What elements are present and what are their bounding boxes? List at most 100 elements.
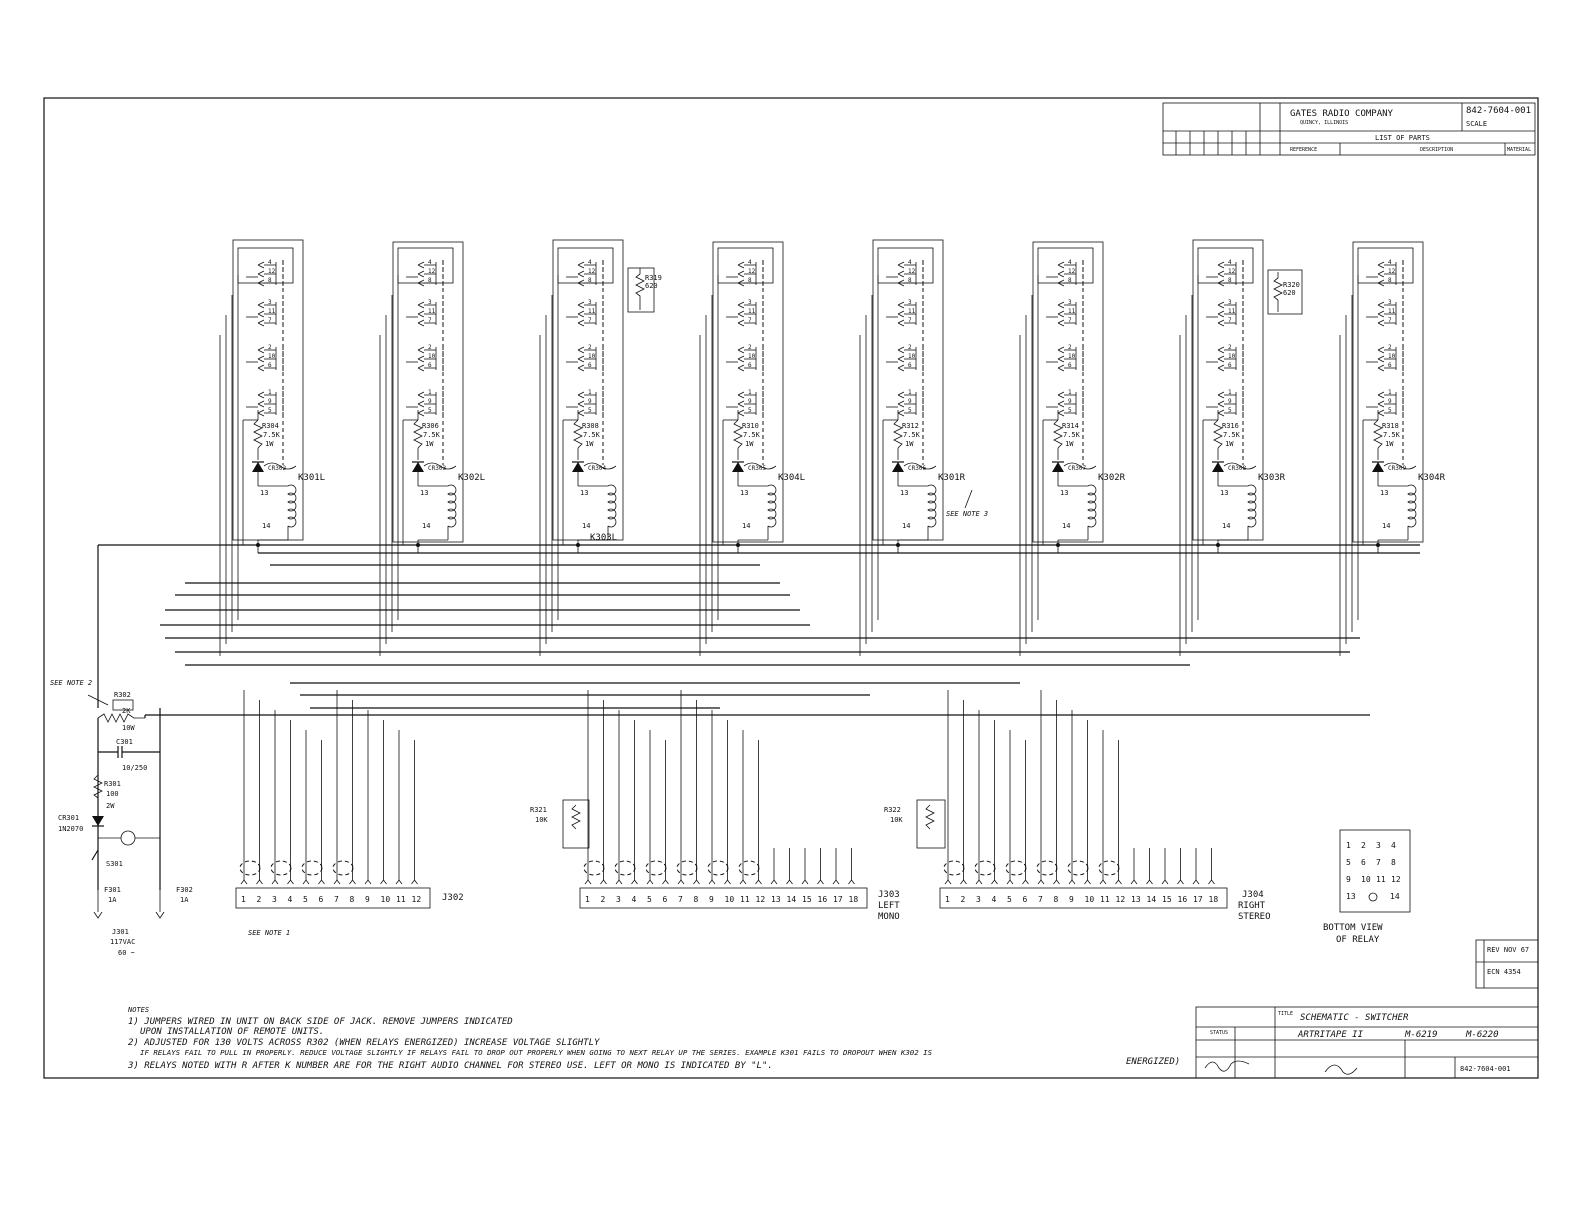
connector-pin-label: 2 — [601, 895, 606, 904]
svg-text:F301: F301 — [104, 886, 121, 894]
drawing-border — [43, 97, 1539, 1079]
contact-pin-label: 4 — [588, 259, 592, 266]
connector-pin-label: 8 — [694, 895, 699, 904]
bottom-view-pin: 13 — [1346, 892, 1356, 901]
contact-pin-label: 8 — [588, 277, 592, 284]
contact-pin-label: 9 — [428, 398, 432, 405]
svg-text:3) RELAYS NOTED WITH R AFTER K: 3) RELAYS NOTED WITH R AFTER K NUMBER AR… — [127, 1061, 773, 1071]
svg-text:NOTES: NOTES — [127, 1006, 149, 1014]
pin-13-label: 13 — [1380, 489, 1388, 497]
resistor-label: R308 — [582, 422, 599, 430]
connector-pin-label: 3 — [616, 895, 621, 904]
svg-text:1A: 1A — [108, 896, 117, 904]
svg-text:REV NOV 67: REV NOV 67 — [1487, 946, 1529, 954]
contact-pin-label: 11 — [1068, 308, 1076, 315]
contact-pin-label: 1 — [748, 389, 752, 396]
contact-pin-label: 12 — [1228, 268, 1236, 275]
resistor-watt: 1W — [905, 440, 914, 448]
connector-pin-label: 13 — [771, 895, 781, 904]
contact-pin-label: 7 — [1228, 317, 1232, 324]
bottom-view-pin: 5 — [1346, 858, 1351, 867]
contact-pin-label: 1 — [908, 389, 912, 396]
contact-pin-label: 4 — [1228, 259, 1232, 266]
company-location: QUINCY, ILLINOIS — [1300, 120, 1348, 126]
resistor-watt: 1W — [425, 440, 434, 448]
contact-pin-label: 11 — [1228, 308, 1236, 315]
diode-label: CR304 — [588, 465, 606, 472]
resistor-r320: R320 620 — [1267, 269, 1303, 315]
contact-pin-label: 10 — [1388, 353, 1396, 360]
parts-header-material: MATERIAL — [1507, 147, 1531, 153]
title-block: TITLE SCHEMATIC - SWITCHER ARTRITAPE II … — [1195, 1006, 1539, 1079]
pin-14-label: 14 — [1222, 522, 1230, 530]
svg-text:STATUS: STATUS — [1210, 1030, 1228, 1036]
bottom-view-pin: 2 — [1361, 841, 1366, 850]
svg-text:60 ~: 60 ~ — [118, 949, 135, 957]
connector-pin-label: 11 — [1100, 895, 1110, 904]
j302-label: J302 — [442, 893, 464, 903]
contact-pin-label: 7 — [588, 317, 592, 324]
svg-text:2) ADJUSTED FOR 130 VOLTS ACRO: 2) ADJUSTED FOR 130 VOLTS ACROSS R302 (W… — [128, 1038, 600, 1048]
svg-text:STEREO: STEREO — [1238, 912, 1271, 922]
contact-pin-label: 3 — [1228, 299, 1232, 306]
contact-pin-label: 7 — [748, 317, 752, 324]
contact-pin-label: 11 — [428, 308, 436, 315]
connector-pin-label: 8 — [1054, 895, 1059, 904]
relay-id-label: K302L — [458, 473, 485, 483]
contact-pin-label: 8 — [1388, 277, 1392, 284]
contact-pin-label: 5 — [1228, 407, 1232, 414]
pin-13-label: 13 — [1060, 489, 1068, 497]
svg-text:J301: J301 — [112, 928, 129, 936]
contact-pin-label: 8 — [908, 277, 912, 284]
contact-pin-label: 6 — [908, 362, 912, 369]
contact-pin-label: 3 — [1388, 299, 1392, 306]
svg-text:ECN 4354: ECN 4354 — [1487, 968, 1521, 976]
svg-text:620: 620 — [645, 282, 658, 290]
connector-pin-label: 18 — [1209, 895, 1219, 904]
connector-pin-label: 2 — [257, 895, 262, 904]
resistor-label: R318 — [1382, 422, 1399, 430]
pin-13-label: 13 — [900, 489, 908, 497]
bottom-view-pin: 9 — [1346, 875, 1351, 884]
resistor-watt: 1W — [1385, 440, 1394, 448]
pin-14-label: 14 — [902, 522, 910, 530]
svg-text:2K: 2K — [122, 707, 131, 715]
pin-14-label: 14 — [1062, 522, 1070, 530]
svg-text:620: 620 — [1283, 289, 1296, 297]
svg-text:S301: S301 — [106, 860, 123, 868]
contact-pin-label: 3 — [748, 299, 752, 306]
resistor-label: R304 — [262, 422, 279, 430]
resistor-value: 7.5K — [1383, 431, 1401, 439]
connector-pin-label: 10 — [725, 895, 735, 904]
svg-text:R322: R322 — [884, 806, 901, 814]
diode-label: CR307 — [1068, 465, 1086, 472]
connector-pin-label: 8 — [350, 895, 355, 904]
connector-pin-label: 7 — [678, 895, 683, 904]
contact-pin-label: 9 — [1228, 398, 1232, 405]
svg-text:10K: 10K — [890, 816, 903, 824]
contact-pin-label: 5 — [588, 407, 592, 414]
contact-pin-label: 5 — [1068, 407, 1072, 414]
connector-pin-label: 10 — [381, 895, 391, 904]
connector-pin-label: 12 — [1116, 895, 1126, 904]
contact-pin-label: 6 — [1228, 362, 1232, 369]
resistor-watt: 1W — [1065, 440, 1074, 448]
connector-pin-label: 4 — [632, 895, 637, 904]
connector-pin-label: 7 — [1038, 895, 1043, 904]
resistor-value: 7.5K — [903, 431, 921, 439]
svg-text:MONO: MONO — [878, 912, 900, 922]
diode-label: CR308 — [1228, 465, 1246, 472]
contact-pin-label: 9 — [1388, 398, 1392, 405]
svg-text:10/250: 10/250 — [122, 764, 147, 772]
connector-pin-label: 2 — [961, 895, 966, 904]
connector-pin-label: 4 — [992, 895, 997, 904]
bottom-view-pin: 1 — [1346, 841, 1351, 850]
contact-pin-label: 10 — [748, 353, 756, 360]
connector-pin-label: 1 — [585, 895, 590, 904]
resistor-label: R312 — [902, 422, 919, 430]
